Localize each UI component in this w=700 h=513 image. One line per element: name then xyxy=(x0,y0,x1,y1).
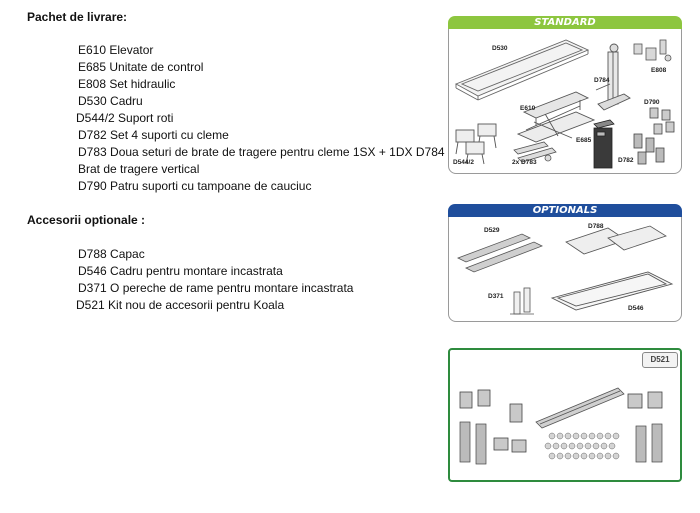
frame-d530-drawing xyxy=(454,39,590,101)
pads-d790-drawing xyxy=(649,107,675,135)
package-item: D544/2 Suport roti xyxy=(76,111,174,125)
optional-list: D788 Capac D546 Cadru pentru montare inc… xyxy=(76,246,354,314)
label-d546: D546 xyxy=(628,305,644,312)
optionals-illustration: D529 D788 D371 D546 xyxy=(457,223,674,315)
label-d530: D530 xyxy=(492,45,508,52)
label-d782: D782 xyxy=(618,157,634,164)
control-unit-e685-drawing xyxy=(593,119,615,169)
label-d790: D790 xyxy=(644,99,660,106)
arms-d783-drawing xyxy=(513,141,557,163)
package-list: E610 Elevator E685 Unitate de control E8… xyxy=(76,42,445,195)
ramps-d529-drawing xyxy=(457,233,543,273)
package-item: D783 Doua seturi de brate de tragere pen… xyxy=(78,145,445,159)
package-item: D790 Patru suporti cu tampoane de cauciu… xyxy=(78,179,312,193)
standard-illustration: D530 E808 D784 E610 D790 E685 D544/2 2x … xyxy=(453,39,675,169)
label-d544: D544/2 xyxy=(453,159,474,166)
package-item: D782 Set 4 suporti cu cleme xyxy=(78,128,229,142)
label-e685: E685 xyxy=(576,137,592,144)
package-item: E610 Elevator xyxy=(78,43,154,57)
optional-item: D788 Capac xyxy=(78,247,145,261)
bolts-drawing xyxy=(459,421,663,465)
package-item: E685 Unitate de control xyxy=(78,60,204,74)
package-item: Brat de tragere vertical xyxy=(78,162,200,176)
optional-item: D546 Cadru pentru montare incastrata xyxy=(78,264,283,278)
kit-label-box: D521 xyxy=(642,352,678,368)
optional-item: D371 O pereche de rame pentru montare in… xyxy=(78,281,354,295)
package-item: E808 Set hidraulic xyxy=(78,77,176,91)
label-e808: E808 xyxy=(651,67,667,74)
frames-d371-drawing xyxy=(510,287,534,315)
label-d784: D784 xyxy=(594,77,610,84)
standard-header: STANDARD xyxy=(448,16,682,29)
lift-e610-drawing xyxy=(516,91,596,143)
hydraulic-e808-drawing xyxy=(633,39,672,62)
clamps-drawing xyxy=(459,389,663,453)
clamps-d782-drawing xyxy=(633,133,665,165)
supports-d544-drawing xyxy=(455,123,497,165)
label-d371: D371 xyxy=(488,293,504,300)
kit-illustration xyxy=(459,387,663,465)
label-d788: D788 xyxy=(588,223,604,230)
optional-title: Accesorii optionale : xyxy=(27,213,146,227)
arm-d784-drawing xyxy=(595,43,631,111)
rail-drawing xyxy=(535,387,625,429)
package-item: D530 Cadru xyxy=(78,94,143,108)
optional-item: D521 Kit nou de accesorii pentru Koala xyxy=(76,298,285,312)
frame-d546-drawing xyxy=(550,271,674,311)
package-title: Pachet de livrare: xyxy=(27,10,128,24)
label-d529: D529 xyxy=(484,227,500,234)
optionals-header: OPTIONALS xyxy=(448,204,682,217)
small-parts-drawing xyxy=(544,432,620,460)
covers-d788-drawing xyxy=(565,225,667,255)
label-d783: 2x D783 xyxy=(512,159,537,166)
label-e610: E610 xyxy=(520,105,536,112)
kit-label: D521 xyxy=(650,355,670,364)
